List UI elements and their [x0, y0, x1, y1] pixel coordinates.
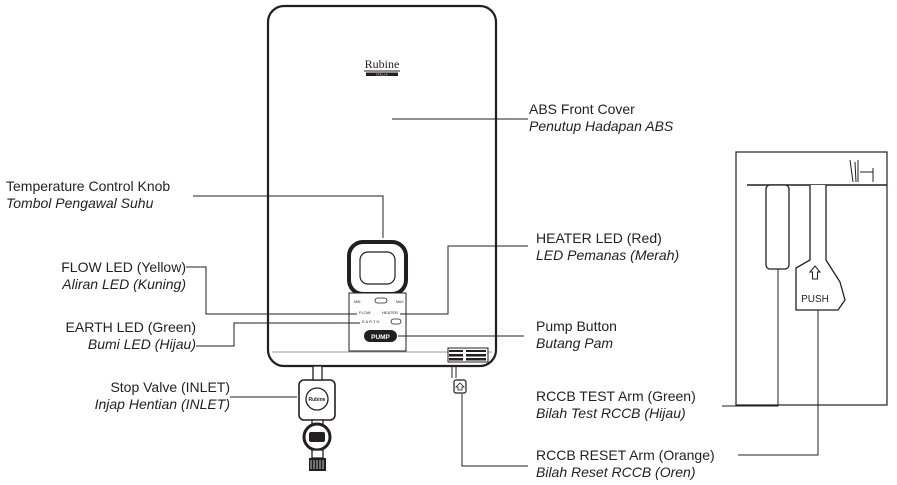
callout-heater-led-ms: LED Pemanas (Merah): [536, 247, 680, 263]
rccb-test-arm: [765, 184, 790, 270]
callout-temp-knob-en: Temperature Control Knob: [6, 178, 171, 194]
callout-flow-led-en: FLOW LED (Yellow): [61, 259, 186, 275]
callout-earth-led-en: EARTH LED (Green): [65, 319, 196, 335]
callout-heater-led: HEATER LED (Red) LED Pemanas (Merah): [536, 230, 679, 264]
callout-temp-knob-ms: Tombol Pengawal Suhu: [6, 195, 154, 211]
callout-flow-led: FLOW LED (Yellow) Aliran LED (Kuning): [61, 259, 186, 293]
rccb-reset-button: [453, 379, 467, 394]
callout-stop-valve-ms: Injap Hentian (INLET): [94, 396, 230, 412]
callout-pump-button-en: Pump Button: [536, 318, 617, 334]
leader-flow-led: [186, 266, 357, 315]
svg-text:Rubine: Rubine: [309, 397, 326, 403]
earth-led: [390, 318, 402, 325]
callout-rccb-reset-en: RCCB RESET Arm (Orange): [536, 447, 715, 463]
callout-rccb-test: RCCB TEST Arm (Green) Bilah Test RCCB (H…: [536, 388, 696, 422]
svg-text:MIN: MIN: [354, 300, 361, 304]
callout-temp-knob: Temperature Control Knob Tombol Pengawal…: [6, 178, 170, 212]
heater-body: [266, 4, 498, 368]
leader-rccb-reset: [738, 310, 819, 456]
brand-logo: Rubine: [365, 57, 400, 71]
rccb-reset-arm: [795, 185, 846, 311]
svg-text:HEATER: HEATER: [382, 310, 398, 315]
callout-rccb-reset-ms: Bilah Reset RCCB (Oren): [536, 464, 696, 480]
callout-earth-led-ms: Bumi LED (Hijau): [87, 336, 196, 352]
leader-heater-led: [400, 245, 528, 315]
callout-stop-valve: Stop Valve (INLET) Injap Hentian (INLET): [95, 379, 230, 413]
callout-earth-led: EARTH LED (Green) Bumi LED (Hijau): [66, 319, 196, 353]
leader-rccb-test: [722, 269, 779, 407]
callout-front-cover: ABS Front Cover Penutup Hadapan ABS: [529, 101, 673, 135]
callout-pump-button-ms: Butang Pam: [536, 335, 614, 351]
leader-temp-knob: [193, 195, 384, 238]
svg-text:ITALIA: ITALIA: [376, 73, 389, 77]
callout-front-cover-ms: Penutup Hadapan ABS: [529, 118, 674, 134]
inlet-fitting: [309, 458, 326, 471]
pump-button: [364, 330, 397, 342]
callout-pump-button: Pump Button Butang Pam: [536, 318, 617, 352]
brand-tagline-bar: [366, 72, 398, 76]
leader-rccb-reset-device: [461, 394, 528, 467]
knob-indicator: [374, 297, 388, 304]
svg-text:E A R T H: E A R T H: [362, 319, 380, 324]
callout-rccb-reset: RCCB RESET Arm (Orange) Bilah Reset RCCB…: [536, 447, 715, 481]
callout-heater-led-en: HEATER LED (Red): [536, 230, 662, 246]
callout-front-cover-en: ABS Front Cover: [529, 101, 635, 117]
callout-rccb-test-ms: Bilah Test RCCB (Hijau): [536, 405, 686, 421]
callout-rccb-test-en: RCCB TEST Arm (Green): [536, 388, 696, 404]
svg-text:PUSH: PUSH: [801, 294, 829, 305]
callout-stop-valve-en: Stop Valve (INLET): [110, 379, 230, 395]
leader-earth-led: [196, 322, 360, 347]
svg-text:FLOW: FLOW: [359, 310, 371, 315]
svg-text:MAX: MAX: [396, 300, 404, 304]
callout-flow-led-ms: Aliran LED (Kuning): [62, 276, 186, 292]
svg-text:PUMP: PUMP: [371, 334, 390, 341]
